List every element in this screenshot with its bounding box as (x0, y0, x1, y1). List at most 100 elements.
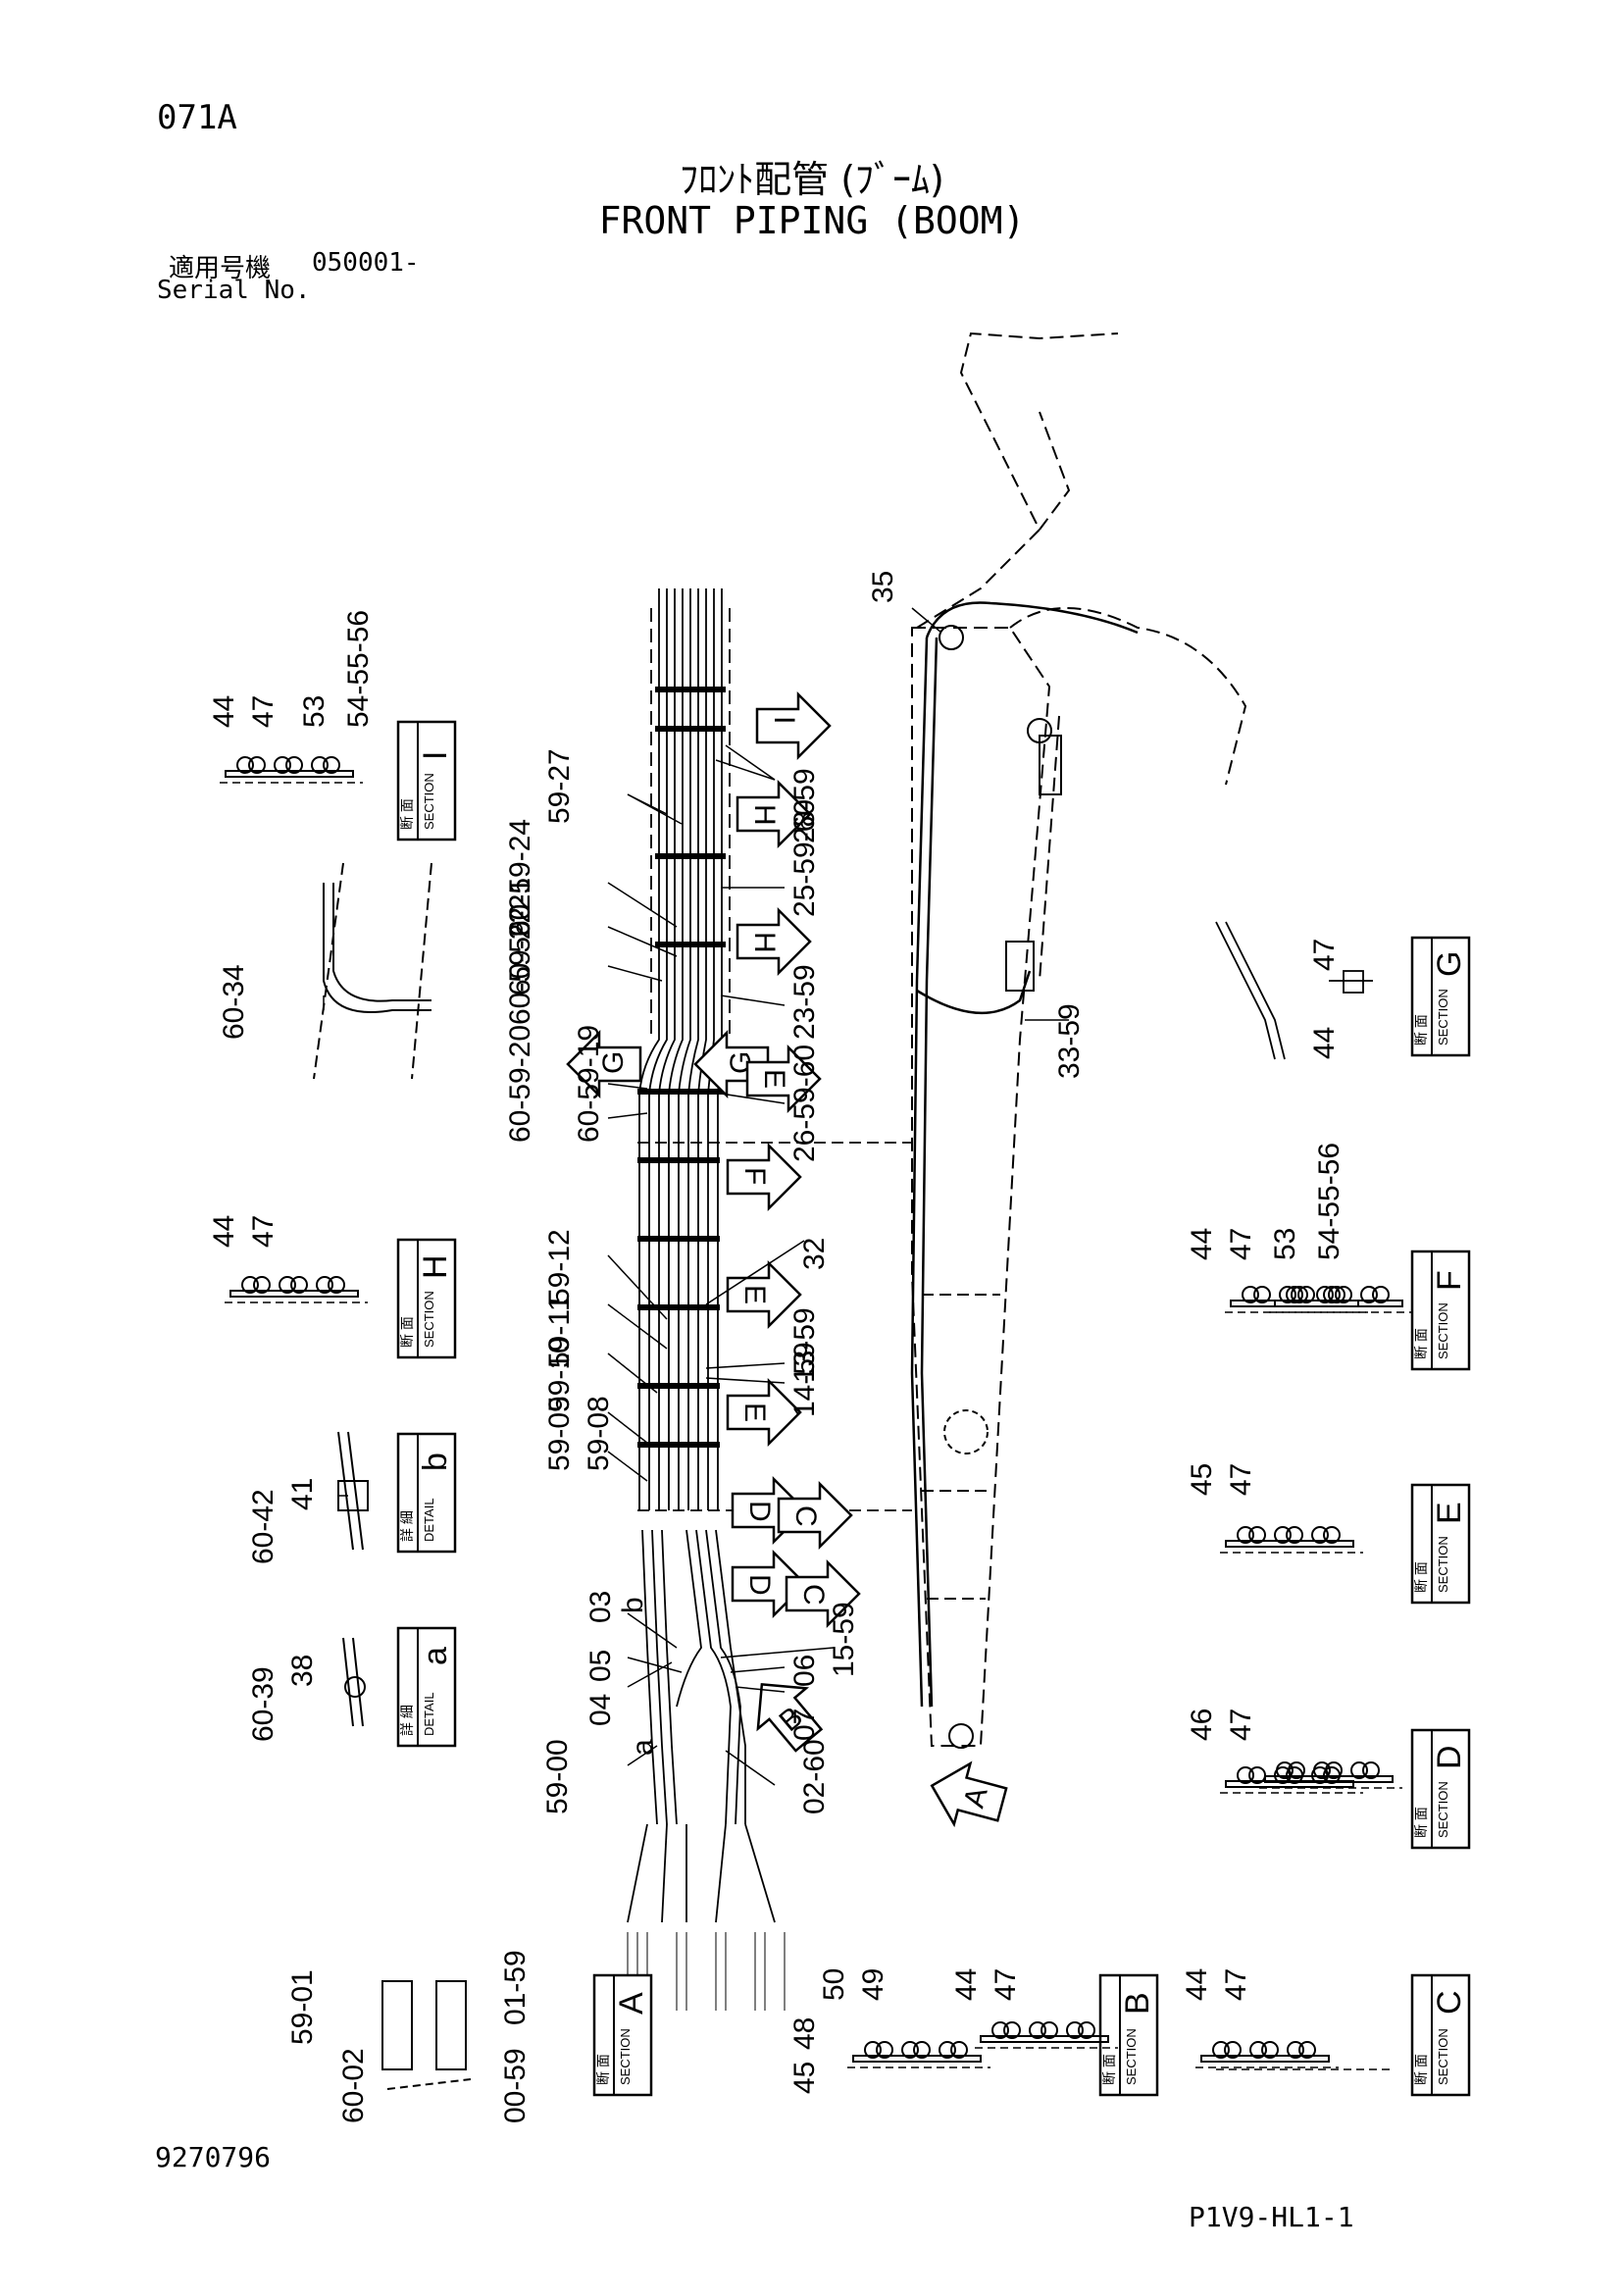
arrow-letter: E (738, 1403, 771, 1422)
callout: 38 (286, 1655, 319, 1687)
callout: 04 (584, 1694, 617, 1726)
section-view-F (1224, 1286, 1413, 1313)
callout: 44 (950, 1968, 983, 2001)
callout: 54-55-56 (1313, 1143, 1345, 1260)
section-view-A (381, 1980, 472, 2090)
callout: 47 (1225, 1709, 1257, 1741)
section-box-E: 断 面 SECTION E (1410, 1483, 1471, 1605)
view-arrows: I H H G G E F E E D C D C B A (566, 692, 1012, 1836)
box-en-label: SECTION (422, 773, 436, 830)
arrow-E: E (726, 1379, 802, 1446)
callout: 07 (788, 1709, 821, 1741)
callout: 60-39 (247, 1666, 279, 1742)
box-en-label: DETAIL (422, 1692, 436, 1736)
arrow-I: I (755, 692, 832, 759)
callouts: 44 47 53 54-55-56 60-34 44 47 41 60-42 3… (208, 571, 1345, 2123)
callout: 60-02 (337, 2048, 370, 2123)
section-box-C: 断 面 SECTION C (1410, 1973, 1471, 2097)
callout: 47 (247, 695, 279, 728)
callout: 15-59 (828, 1602, 860, 1677)
section-view-D (1219, 1761, 1403, 1794)
callout: 59-27 (543, 748, 576, 824)
arrow-C: C (777, 1482, 853, 1549)
box-en-label: SECTION (1436, 1781, 1450, 1838)
detail-view-a (342, 1637, 366, 1727)
callout: 00-59 (499, 2048, 532, 2123)
serial-label-english: Serial No. (157, 276, 311, 305)
callout: 01-59 (499, 1950, 532, 2025)
box-jp-label: 断 面 (1413, 1328, 1429, 1359)
callout: 45 (788, 2062, 821, 2094)
callout: 59-12 (543, 1229, 576, 1304)
page-code: 071A (157, 98, 237, 137)
callout: 47 (247, 1215, 279, 1248)
callout: 47 (1308, 939, 1341, 971)
box-letter: E (1431, 1502, 1468, 1524)
callout: 47 (990, 1968, 1022, 2001)
boom-piping (910, 601, 1139, 1708)
callout: 59-10 (543, 1337, 576, 1412)
section-box-B: 断 面 SECTION B (1098, 1973, 1159, 2097)
callout: 48 (788, 2017, 821, 2050)
arrow-F: F (726, 1144, 802, 1210)
box-letter: b (417, 1453, 454, 1471)
arrow-A: A (922, 1754, 1012, 1836)
arrow-letter: C (797, 1584, 830, 1606)
arrow-H: H (736, 908, 812, 975)
box-letter: D (1431, 1745, 1468, 1769)
callout: 59-00 (541, 1739, 574, 1814)
document-number: 9270796 (155, 2141, 272, 2173)
callout: 14-59 (788, 1342, 821, 1417)
callout: 60-59-21 (504, 878, 536, 995)
callout: 44 (1308, 1027, 1341, 1059)
section-box-D: 断 面 SECTION D (1410, 1728, 1471, 1850)
title-english: FRONT PIPING (BOOM) (598, 199, 1026, 242)
section-view-C (1194, 2041, 1393, 2070)
section-box-G: 断 面 SECTION G (1410, 936, 1471, 1057)
box-en-label: SECTION (1436, 1302, 1450, 1359)
callout: 60-59-20 (504, 1025, 536, 1143)
detail-view-34 (313, 862, 432, 1080)
section-box-F: 断 面 SECTION F (1410, 1250, 1471, 1371)
callout: 59-09 (543, 1396, 576, 1471)
callout: 53 (1269, 1228, 1301, 1260)
callout: 59-08 (583, 1396, 615, 1471)
callout: a (627, 1739, 659, 1756)
callout: 60-59-22 (504, 907, 536, 1025)
callout: 59-11 (543, 1295, 576, 1368)
section-box-H: 断 面 SECTION H (396, 1238, 457, 1359)
box-en-label: SECTION (618, 2028, 633, 2085)
arrow-letter: D (743, 1574, 776, 1596)
detail-box-b: 詳 細 DETAIL b (396, 1432, 457, 1554)
arrow-letter: H (748, 932, 781, 953)
callout: 03 (584, 1591, 617, 1623)
arrow-G: G (566, 1031, 642, 1097)
section-view-B (846, 2021, 1119, 2068)
box-en-label: SECTION (1124, 2028, 1139, 2085)
callout: 47 (1220, 1968, 1252, 2001)
box-letter: G (1431, 951, 1468, 977)
box-en-label: DETAIL (422, 1498, 436, 1542)
serial-number-value: 050001- (312, 248, 420, 278)
section-view-I (219, 756, 364, 784)
callout: 44 (208, 1215, 240, 1248)
arrow-letter: G (597, 1051, 630, 1074)
box-letter: A (613, 1992, 650, 2015)
box-jp-label: 断 面 (1413, 1014, 1429, 1046)
callout: 02-60 (798, 1739, 831, 1814)
callout: 28-59 (788, 768, 821, 843)
callout: 33-59 (1053, 1003, 1086, 1079)
arrow-E: E (745, 1046, 822, 1112)
box-jp-label: 詳 細 (399, 1705, 415, 1736)
detail-box-a: 詳 細 DETAIL a (396, 1626, 457, 1748)
box-en-label: SECTION (1436, 2028, 1450, 2085)
callout: 60-59-24 (504, 819, 536, 937)
bundle-clamps (637, 687, 726, 1448)
callout: 54-55-56 (342, 610, 375, 728)
box-letter: F (1431, 1270, 1468, 1291)
arrow-H: H (736, 781, 812, 847)
box-jp-label: 断 面 (399, 798, 415, 830)
box-jp-label: 断 面 (1413, 2054, 1429, 2085)
detail-view-b (337, 1431, 369, 1551)
arrow-letter: E (738, 1285, 771, 1304)
